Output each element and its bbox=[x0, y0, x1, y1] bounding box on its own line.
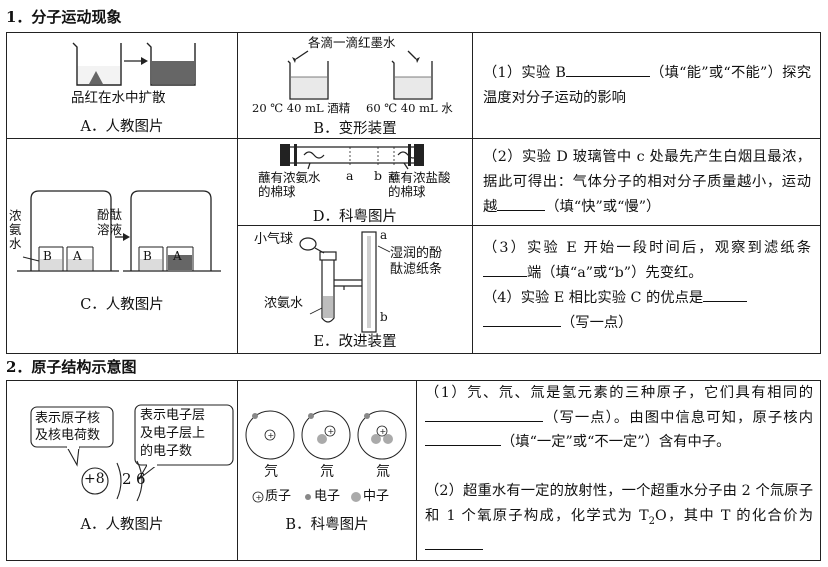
isotope-label-protium: 氕 bbox=[264, 464, 278, 480]
q3-answer-blank[interactable] bbox=[483, 262, 527, 277]
fig-1d-hcl-label: 蘸有浓盐酸 的棉球 bbox=[388, 170, 451, 199]
q3-text: （3）实验 E 开始一段时间后，观察到滤纸条端（填“a”或“b”）先变红。 bbox=[483, 240, 811, 281]
fig-2a-shell-bubble: 表示电子层 及电子层上 的电子数 bbox=[140, 408, 206, 459]
fig-1b-right-label: 60 ℃ 40 mL 水 bbox=[366, 101, 453, 115]
legend-electron: 电子 bbox=[314, 489, 341, 504]
fig-2a-nucleus-charge: +8 bbox=[84, 471, 105, 487]
isotope-label-tritium: 氚 bbox=[376, 464, 390, 480]
section1-title: 1．分子运动现象 bbox=[6, 8, 122, 26]
section2-questions-cell: （1）氕、氘、氚是氢元素的三种原子，它们具有相同的（写一点）。由图中信息可知，原… bbox=[416, 380, 821, 561]
fig-2a-shell-1: 2 bbox=[122, 470, 132, 488]
q1-answer-blank[interactable] bbox=[565, 62, 650, 77]
q1-text: （1）实验 B（填“能”或“不能”）探究温度对分子运动的影响 bbox=[483, 61, 811, 111]
fig-2a-cell: 表示原子核 及核电荷数 表示电子层 及电子层上 的电子数 +8 2 6 A．人教… bbox=[6, 380, 238, 561]
fig-1c-beaker-a-right: A bbox=[173, 249, 182, 263]
fig-1a-cell: 品红在水中扩散 A．人教图片 bbox=[6, 32, 238, 139]
s2-q1-text: （1）氕、氘、氚是氢元素的三种原子，它们具有相同的（写一点）。由图中信息可知，原… bbox=[425, 385, 813, 450]
fig-1c-phenolphthalein-label: 酚酞 溶液 bbox=[97, 207, 123, 237]
q1-cell: （1）实验 B（填“能”或“不能”）探究温度对分子运动的影响 bbox=[472, 32, 821, 139]
fig-2b-cell: + + + + bbox=[237, 380, 417, 561]
fig-1b-caption: B．变形装置 bbox=[313, 121, 397, 137]
svg-text:+: + bbox=[268, 431, 275, 440]
q4-answer-blank-2[interactable] bbox=[483, 312, 561, 327]
section1-table: 品红在水中扩散 A．人教图片 各滴一滴红墨水 20 ℃ 40 mL 酒精 60 … bbox=[6, 32, 821, 354]
legend-proton: 质子 bbox=[265, 489, 292, 504]
fig-1c-beaker-b-left: B bbox=[43, 249, 52, 263]
fig-1b-left-label: 20 ℃ 40 mL 酒精 bbox=[252, 101, 351, 115]
legend-neutron: 中子 bbox=[363, 489, 390, 504]
glass-tube-figure bbox=[280, 144, 424, 170]
q2-answer-blank[interactable] bbox=[497, 196, 546, 211]
fig-1a-label: 品红在水中扩散 bbox=[71, 90, 166, 106]
ammonia-phenolphthalein-figure bbox=[17, 190, 221, 272]
improved-apparatus-figure bbox=[299, 231, 391, 333]
fig-1e-caption: E．改进装置 bbox=[313, 334, 397, 350]
section2-table: 表示原子核 及核电荷数 表示电子层 及电子层上 的电子数 +8 2 6 A．人教… bbox=[6, 380, 821, 561]
fig-1b-top-label: 各滴一滴红墨水 bbox=[308, 35, 396, 50]
tritium-atom: + bbox=[364, 413, 393, 444]
fig-1d-pos-c: c bbox=[390, 168, 398, 183]
fig-1d-pos-a: a bbox=[346, 168, 354, 183]
fig-1c-beaker-a-left: A bbox=[73, 249, 82, 263]
s2-q2-blank[interactable] bbox=[425, 535, 483, 550]
q2-cell: （2）实验 D 玻璃管中 c 处最先产生白烟且最浓，据此可得出：气体分子的相对分… bbox=[472, 138, 821, 226]
fig-1c-cell: 浓 氨 水 酚酞 溶液 B A B A C．人教图片 bbox=[6, 138, 238, 354]
s2-q1-blank-2[interactable] bbox=[425, 431, 501, 446]
fig-2a-nucleus-bubble: 表示原子核 及核电荷数 bbox=[35, 411, 101, 443]
fig-1a-caption: A．人教图片 bbox=[80, 119, 164, 135]
section2-title: 2．原子结构示意图 bbox=[6, 358, 137, 376]
q3-q4-cell: （3）实验 E 开始一段时间后，观察到滤纸条端（填“a”或“b”）先变红。 （4… bbox=[472, 225, 821, 354]
fig-2b-caption: B．科粤图片 bbox=[285, 517, 369, 533]
diffusion-beakers-figure bbox=[72, 42, 196, 86]
fig-1e-end-a: a bbox=[380, 228, 388, 242]
fig-1c-caption: C．人教图片 bbox=[80, 297, 164, 313]
hydrogen-isotopes-diagram: + + + + bbox=[245, 410, 407, 503]
fig-1e-cell: 小气球 湿润的酚 酞滤纸条 浓氨水 a b E．改进装置 bbox=[237, 225, 473, 354]
isotope-label-deuterium: 氘 bbox=[320, 464, 334, 480]
fig-1d-cell: 蘸有浓氨水 的棉球 蘸有浓盐酸 的棉球 a b c D．科粤图片 bbox=[237, 138, 473, 226]
fig-2a-caption: A．人教图片 bbox=[80, 517, 164, 533]
temperature-beakers-figure bbox=[287, 50, 433, 100]
q4-text: （4）实验 E 相比实验 C 的优点是（写一点） bbox=[483, 286, 811, 336]
deuterium-atom: + bbox=[308, 413, 336, 444]
fig-2a-shell-2: 6 bbox=[136, 470, 146, 488]
fig-1e-balloon-label: 小气球 bbox=[254, 232, 294, 247]
fig-1e-ammonia-label: 浓氨水 bbox=[264, 296, 304, 311]
fig-1d-ammonia-label: 蘸有浓氨水 的棉球 bbox=[258, 170, 321, 199]
fig-1b-cell: 各滴一滴红墨水 20 ℃ 40 mL 酒精 60 ℃ 40 mL 水 B．变形装… bbox=[237, 32, 473, 139]
svg-text:+: + bbox=[328, 427, 335, 436]
s2-q1-blank-1[interactable] bbox=[425, 407, 543, 422]
s2-q2-text: （2）超重水有一定的放射性，一个超重水分子由 2 个氚原子和 1 个氧原子构成，… bbox=[425, 479, 813, 558]
fig-1d-caption: D．科粤图片 bbox=[312, 209, 398, 225]
fig-1e-paper-label: 湿润的酚 酞滤纸条 bbox=[390, 246, 443, 277]
svg-text:+: + bbox=[380, 427, 387, 436]
fig-1c-beaker-b-right: B bbox=[143, 249, 152, 263]
fig-1d-pos-b: b bbox=[374, 168, 383, 183]
protium-atom: + bbox=[252, 413, 276, 441]
q2-text: （2）实验 D 玻璃管中 c 处最先产生白烟且最浓，据此可得出：气体分子的相对分… bbox=[483, 149, 811, 215]
svg-text:+: + bbox=[256, 493, 263, 502]
fig-1e-end-b: b bbox=[380, 310, 388, 324]
fig-1c-ammonia-label: 浓 氨 水 bbox=[9, 208, 22, 251]
q4-answer-blank-1[interactable] bbox=[703, 287, 748, 302]
oxygen-atom-diagram bbox=[30, 404, 234, 502]
